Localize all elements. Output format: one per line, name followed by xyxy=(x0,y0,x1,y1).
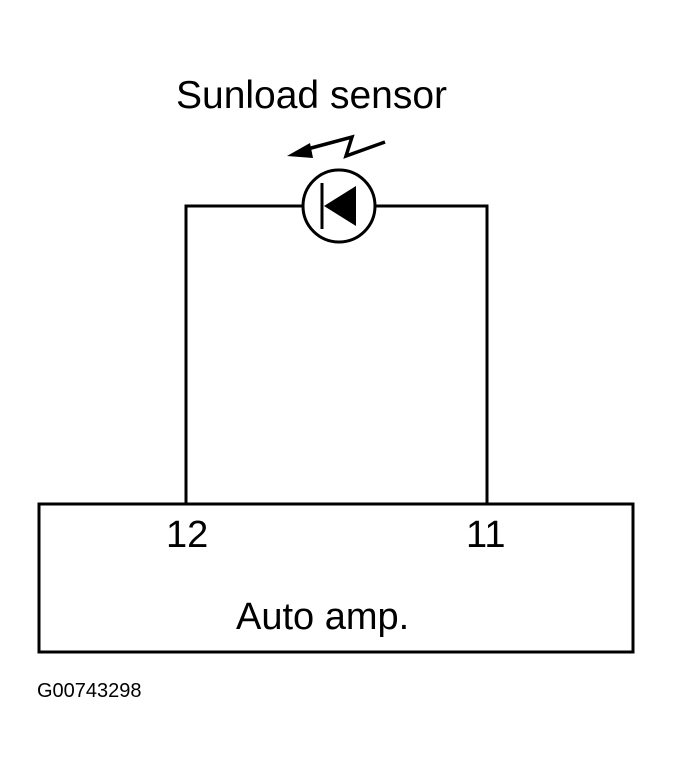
circuit-wires xyxy=(184,204,489,506)
auto-amp-box xyxy=(37,502,635,654)
figure-id: G00743298 xyxy=(37,680,142,702)
light-arrow-icon xyxy=(287,134,386,159)
pin-label-left: 12 xyxy=(166,514,209,556)
sensor-title: Sunload sensor xyxy=(176,74,448,117)
pin-label-right: 11 xyxy=(466,514,506,556)
auto-amp-label: Auto amp. xyxy=(236,596,410,638)
photodiode-icon xyxy=(301,168,377,244)
